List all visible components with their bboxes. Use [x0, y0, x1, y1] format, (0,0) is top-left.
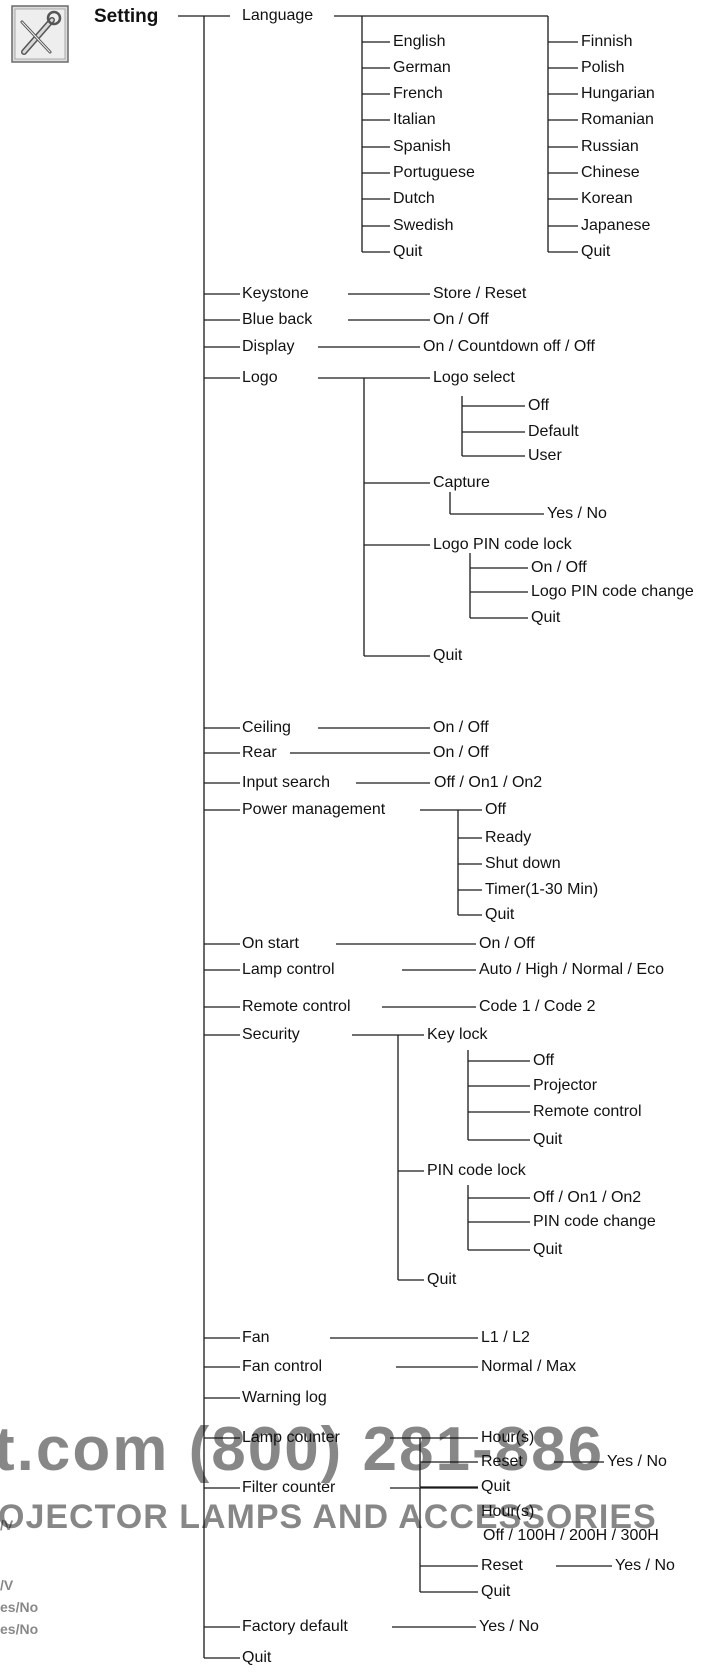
logo-select-label: Logo select: [433, 369, 515, 386]
logo-label: Logo: [242, 369, 278, 386]
setting-title: Setting: [94, 6, 158, 27]
language-option: Japanese: [581, 217, 650, 234]
keystone-value: Store / Reset: [433, 285, 527, 302]
factory-default-value: Yes / No: [479, 1618, 539, 1635]
lamp-counter-quit: Quit: [481, 1478, 511, 1495]
power-option: Quit: [485, 906, 515, 923]
lamp-counter-label: Lamp counter: [242, 1429, 341, 1446]
capture-label: Capture: [433, 474, 490, 491]
logo-pin-option: Quit: [531, 609, 561, 626]
fan-control-value: Normal / Max: [481, 1358, 576, 1375]
blue-back-value: On / Off: [433, 311, 489, 328]
lamp-counter-reset-value: Yes / No: [607, 1453, 667, 1470]
ceiling-value: On / Off: [433, 719, 489, 736]
language-option: Finnish: [581, 33, 633, 50]
logo-quit-label: Quit: [433, 647, 463, 664]
language-option: Swedish: [393, 217, 453, 234]
logo-select-option: User: [528, 447, 562, 464]
watermark-phone: t.com (800) 281-886: [0, 1415, 604, 1484]
wrench-icon: [11, 5, 69, 63]
logo-select-option: Off: [528, 397, 550, 414]
key-lock-option: Projector: [533, 1077, 598, 1094]
filter-counter-reset: Reset: [481, 1557, 523, 1574]
logo-select-option: Default: [528, 423, 579, 440]
factory-default-label: Factory default: [242, 1618, 348, 1635]
lamp-control-value: Auto / High / Normal / Eco: [479, 961, 664, 978]
power-option: Ready: [485, 829, 531, 846]
display-label: Display: [242, 338, 294, 355]
pin-lock-label: PIN code lock: [427, 1162, 527, 1179]
power-management-label: Power management: [242, 801, 386, 818]
power-option: Shut down: [485, 855, 561, 872]
language-option: Dutch: [393, 190, 435, 207]
language-option: Russian: [581, 138, 639, 155]
language-option: Chinese: [581, 164, 640, 181]
key-lock-option: Remote control: [533, 1103, 642, 1120]
logo-pin-option: On / Off: [531, 559, 587, 576]
language-option: English: [393, 33, 445, 50]
language-option: Portuguese: [393, 164, 475, 181]
logo-pin-option: Logo PIN code change: [531, 583, 694, 600]
on-start-label: On start: [242, 935, 299, 952]
lamp-control-label: Lamp control: [242, 961, 335, 978]
security-quit-label: Quit: [427, 1271, 457, 1288]
input-search-value: Off / On1 / On2: [434, 774, 542, 791]
input-search-label: Input search: [242, 774, 330, 791]
watermark-fragment: es/No: [0, 1621, 38, 1637]
watermark-fragment: es/No: [0, 1599, 38, 1615]
pin-lock-option: Off / On1 / On2: [533, 1189, 641, 1206]
remote-control-value: Code 1 / Code 2: [479, 998, 596, 1015]
rear-label: Rear: [242, 744, 277, 761]
fan-value: L1 / L2: [481, 1329, 530, 1346]
language-option: Korean: [581, 190, 633, 207]
menu-labels: Setting Language English German French I…: [94, 6, 694, 1666]
filter-counter-quit: Quit: [481, 1583, 511, 1600]
pin-lock-option: PIN code change: [533, 1213, 656, 1230]
lamp-counter-reset: Reset: [481, 1453, 523, 1470]
warning-log-label: Warning log: [242, 1389, 327, 1406]
watermark-tagline: OJECTOR LAMPS AND ACCESSORIES: [0, 1498, 657, 1536]
capture-value: Yes / No: [547, 505, 607, 522]
language-option: Hungarian: [581, 85, 655, 102]
power-option: Timer(1-30 Min): [485, 881, 598, 898]
key-lock-option: Quit: [533, 1131, 563, 1148]
ceiling-label: Ceiling: [242, 719, 291, 736]
key-lock-option: Off: [533, 1052, 555, 1069]
filter-counter-label: Filter counter: [242, 1479, 336, 1496]
remote-control-label: Remote control: [242, 998, 351, 1015]
language-option: Quit: [393, 243, 423, 260]
filter-counter-hours: Hour(s): [481, 1503, 534, 1520]
power-option: Off: [485, 801, 507, 818]
logo-pin-lock-label: Logo PIN code lock: [433, 536, 573, 553]
security-label: Security: [242, 1026, 300, 1043]
fan-control-label: Fan control: [242, 1358, 322, 1375]
language-option: Quit: [581, 243, 611, 260]
key-lock-label: Key lock: [427, 1026, 488, 1043]
blue-back-label: Blue back: [242, 311, 313, 328]
filter-counter-options: Off / 100H / 200H / 300H: [483, 1527, 659, 1544]
on-start-value: On / Off: [479, 935, 535, 952]
watermark-fragment: /V: [0, 1517, 14, 1533]
watermark: t.com (800) 281-886 OJECTOR LAMPS AND AC…: [0, 1415, 657, 1637]
language-option: Romanian: [581, 111, 654, 128]
language-option: Italian: [393, 111, 436, 128]
pin-lock-option: Quit: [533, 1241, 563, 1258]
language-label: Language: [242, 7, 313, 24]
watermark-fragment: /V: [0, 1577, 14, 1593]
connector-lines: [178, 15, 612, 1659]
lamp-counter-hours: Hour(s): [481, 1429, 534, 1446]
language-option: Polish: [581, 59, 625, 76]
fan-label: Fan: [242, 1329, 270, 1346]
rear-value: On / Off: [433, 744, 489, 761]
language-option: German: [393, 59, 451, 76]
language-option: French: [393, 85, 443, 102]
filter-counter-reset-value: Yes / No: [615, 1557, 675, 1574]
language-option: Spanish: [393, 138, 451, 155]
keystone-label: Keystone: [242, 285, 309, 302]
quit-label: Quit: [242, 1649, 272, 1666]
display-value: On / Countdown off / Off: [423, 338, 596, 355]
